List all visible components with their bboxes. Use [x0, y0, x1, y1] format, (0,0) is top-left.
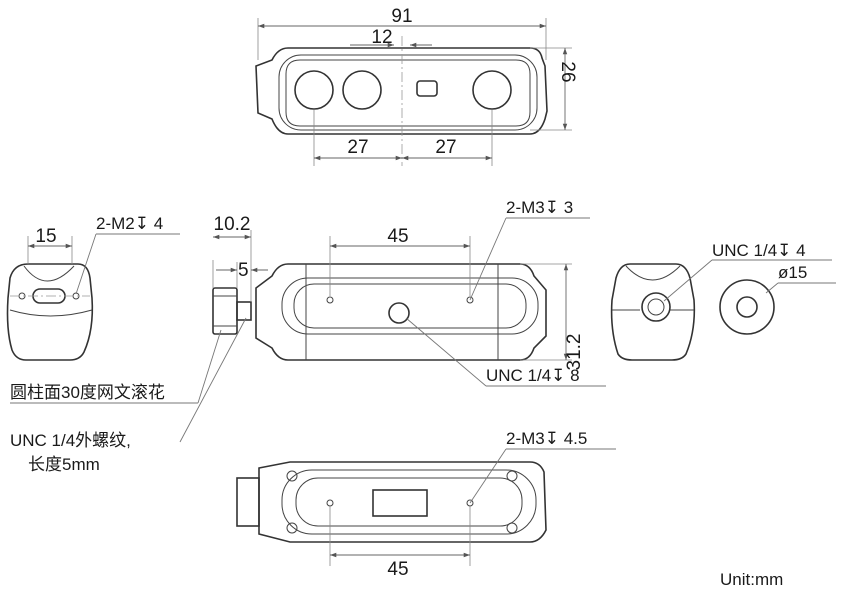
callout-end-thread: UNC 1/4↧ 4 — [712, 241, 806, 260]
notes: 圆柱面30度网文滚花 UNC 1/4外螺纹, 长度5mm — [10, 317, 247, 474]
bottom-view: 45 2-M3↧ 4.5 — [236, 429, 616, 580]
callout-side-holes: 2-M2↧ 4 — [96, 214, 163, 233]
dim-front-hole-spacing: 45 — [387, 226, 408, 247]
dim-side-width: 15 — [35, 226, 56, 247]
units-label: Unit:mm — [720, 570, 783, 589]
dim-top-spacing: 12 — [371, 27, 392, 48]
sensor-window — [416, 80, 438, 97]
side-view: 15 2-M2↧ 4 — [6, 214, 180, 361]
dim-top-width: 91 — [391, 6, 412, 27]
callout-front-center-thread: UNC 1/4↧ 8 — [486, 366, 580, 385]
front-view: 45 2-M3↧ 3 31.2 UNC 1/4↧ 8 — [255, 198, 606, 387]
lens-right — [472, 70, 512, 110]
dim-knob-thread: 5 — [238, 260, 249, 281]
end-view: UNC 1/4↧ 4 — [610, 241, 832, 361]
callout-bottom-holes: 2-M3↧ 4.5 — [506, 429, 587, 448]
note-thread-line1: UNC 1/4外螺纹, — [10, 431, 131, 450]
lens-center — [342, 70, 382, 110]
callout-front-holes: 2-M3↧ 3 — [506, 198, 573, 217]
note-knurl: 圆柱面30度网文滚花 — [10, 383, 165, 402]
dim-top-left-offset: 27 — [347, 137, 368, 158]
washer-part: ø15 — [719, 263, 836, 335]
lens-left — [294, 70, 334, 110]
bottom-connector — [372, 489, 428, 517]
dim-top-right-offset: 27 — [435, 137, 456, 158]
dim-knob-length: 10.2 — [214, 214, 251, 235]
note-thread-line2: 长度5mm — [28, 455, 100, 474]
top-view: 91 12 26 27 27 — [255, 6, 578, 166]
knob-part: 10.2 5 — [212, 214, 268, 335]
dim-bottom-hole-spacing: 45 — [387, 559, 408, 580]
dim-top-height: 26 — [557, 61, 578, 82]
callout-washer-diameter: ø15 — [778, 263, 807, 282]
front-tripod-hole — [388, 302, 410, 324]
dim-front-height: 31.2 — [564, 334, 585, 371]
